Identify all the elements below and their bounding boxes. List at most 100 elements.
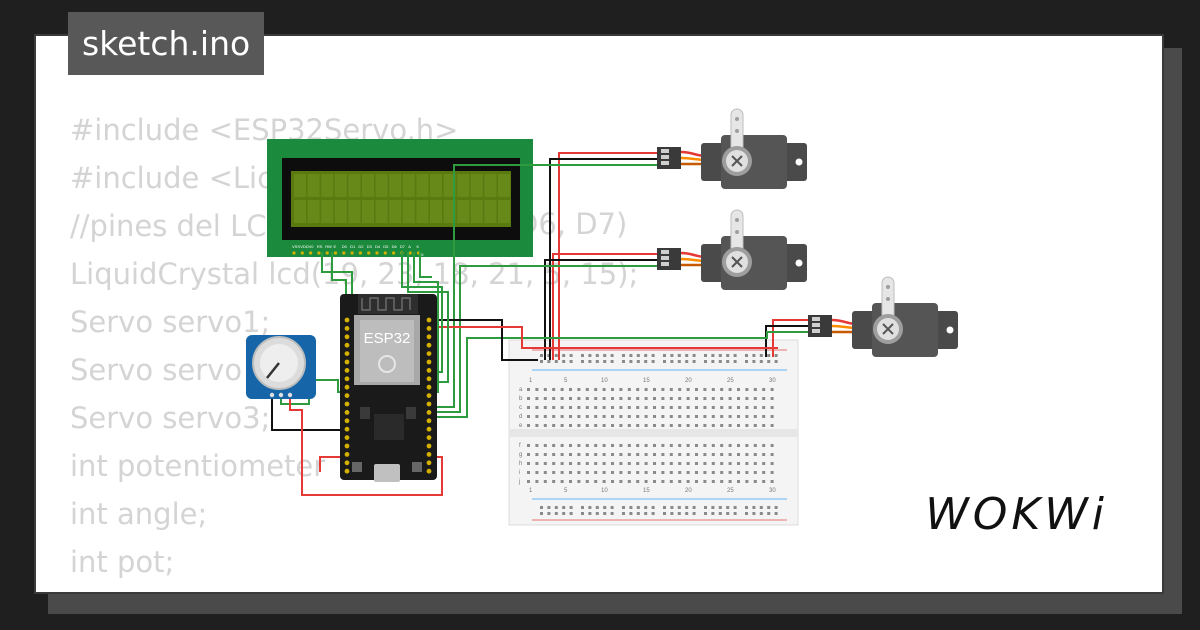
breadboard-hole [581,512,584,515]
breadboard-hole [527,471,530,474]
esp32-pin [344,359,350,365]
row-letter: b [519,396,523,402]
esp32-pin [426,443,432,449]
breadboard-hole [619,397,623,400]
breadboard-hole [661,444,665,447]
knob-indicator [266,362,280,379]
esp32-board[interactable]: ESP32 [340,294,437,482]
column-number: 25 [727,378,734,384]
breadboard-hole [745,360,748,363]
esp32-pin [426,326,432,331]
lcd-pin [383,251,387,255]
esp32-pin [426,317,432,323]
breadboard-hole [770,480,774,483]
breadboard-hole [711,506,715,509]
potentiometer[interactable] [246,335,316,399]
breadboard-hole [745,512,748,515]
lcd-cell [498,200,510,223]
breadboard-hole [644,480,648,483]
breadboard-hole [752,506,756,509]
file-tab[interactable]: sketch.ino [68,12,265,75]
breadboard-hole [610,354,614,357]
lcd-cell [443,200,456,223]
esp32-pin [344,435,350,440]
breadboard-hole [644,406,648,409]
breadboard-hole [767,354,771,357]
breadboard-hole [737,453,740,456]
breadboard-hole [686,406,690,409]
breadboard-hole [603,354,607,357]
breadboard-hole [627,444,631,447]
breadboard-hole [728,453,732,456]
lcd-cell [416,174,429,197]
breadboard-hole [695,397,698,400]
breadboard-hole [752,360,756,363]
breadboard-hole [627,471,631,474]
lcd-cell [362,200,374,223]
breadboard-hole [569,444,572,447]
row-letter: f [519,443,521,449]
breadboard-hole [554,354,558,357]
breadboard-hole [703,444,707,447]
breadboard-hole [720,444,724,447]
breadboard-hole [695,444,698,447]
servo-motor-1[interactable] [657,108,807,189]
breadboard-hole [594,415,598,418]
lcd-cell [307,200,320,223]
servo-motor-2[interactable] [657,209,807,290]
breadboard-hole [627,480,631,483]
breadboard[interactable]: 1 5 10 15 20 25 30 1 5 10 15 20 25 30 a … [508,339,799,526]
breadboard-hole [554,506,558,509]
breadboard-hole [718,360,722,363]
lcd-pin-label: V0 [309,244,315,249]
code-background: #include <ESP32Servo.h> #include <Lic //… [70,106,638,586]
breadboard-hole [588,506,592,509]
breadboard-hole [644,388,648,391]
lcd-pin-label: A [408,244,411,249]
lcd-pin [292,251,296,255]
esp32-pin [426,410,432,415]
breadboard-hole [585,424,589,427]
breadboard-hole [636,453,640,456]
breadboard-hole [569,506,573,509]
breadboard-hole [636,388,640,391]
lcd-pin [309,251,313,255]
breadboard-hole [762,480,766,483]
breadboard-hole [540,506,543,509]
esp32-pin [344,401,350,407]
breadboard-hole [560,471,564,474]
breadboard-hole [677,512,681,515]
breadboard-hole [670,512,674,515]
breadboard-hole [603,360,607,363]
en-button[interactable] [412,462,422,472]
lcd-cell [294,174,306,197]
breadboard-hole [745,388,749,391]
breadboard-hole [585,444,589,447]
breadboard-hole [686,397,690,400]
boot-button[interactable] [352,462,362,472]
breadboard-hole [711,512,715,515]
breadboard-hole [595,506,599,509]
breadboard-hole [569,354,573,357]
breadboard-hole [594,480,598,483]
lcd-cell [416,200,429,223]
breadboard-hole [602,462,606,465]
breadboard-hole [543,424,547,427]
servo-motor-3[interactable] [808,276,958,357]
breadboard-hole [728,406,732,409]
breadboard-hole [737,462,740,465]
lcd-cell [334,174,347,197]
esp32-pin [344,418,350,424]
breadboard-hole [669,397,673,400]
breadboard-hole [627,406,631,409]
breadboard-hole [745,397,749,400]
lcd-cell [430,174,442,197]
breadboard-hole [627,453,631,456]
breadboard-hole [774,512,778,515]
lcd-cell [307,174,320,197]
esp32-pin [426,376,432,382]
lcd-pin-label: D1 [350,244,356,249]
breadboard-hole [527,480,530,483]
esp32-pin [344,426,350,432]
